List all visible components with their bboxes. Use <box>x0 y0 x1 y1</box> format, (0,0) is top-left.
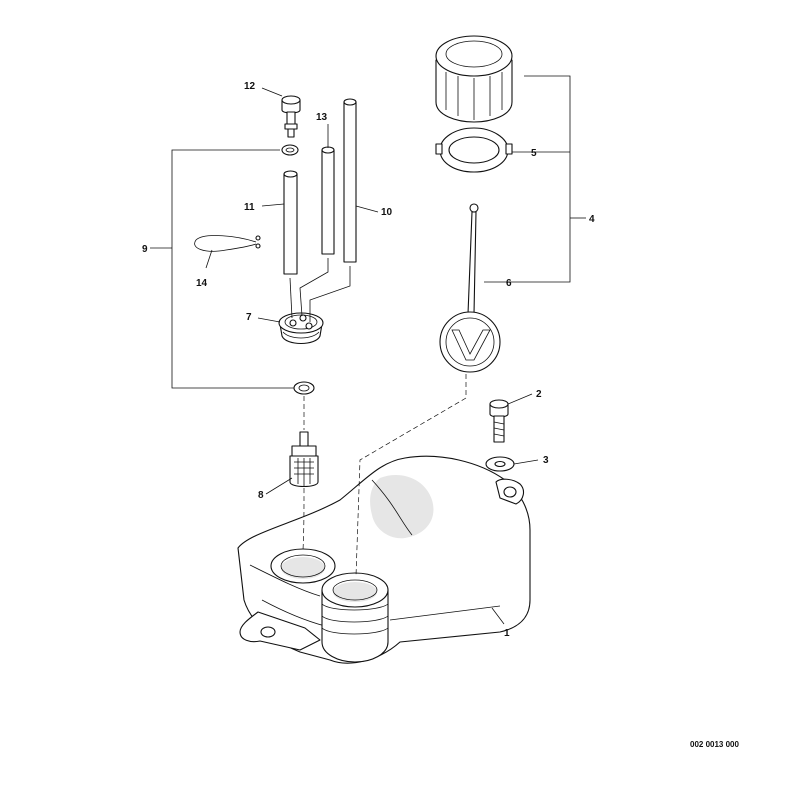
fuel-hose-13 <box>321 146 335 255</box>
washer <box>485 456 515 472</box>
callout-7: 7 <box>246 312 252 323</box>
callout-labels: 1 2 3 4 5 6 7 8 9 10 11 12 13 14 <box>142 81 595 639</box>
tank-screw <box>489 399 509 443</box>
callout-2: 2 <box>536 389 542 400</box>
callout-4: 4 <box>589 214 595 225</box>
fuel-tank <box>237 455 531 664</box>
callout-9: 9 <box>142 244 148 255</box>
o-ring-top <box>281 144 299 156</box>
callout-3: 3 <box>543 455 549 466</box>
cap-strap <box>439 203 501 373</box>
callout-1: 1 <box>504 628 510 639</box>
fuel-filter <box>289 431 319 488</box>
tank-grommet <box>278 258 351 345</box>
callout-14: 14 <box>196 278 208 289</box>
reference-code: 002 0013 000 <box>690 740 739 749</box>
fuel-cap <box>435 35 513 123</box>
o-ring-bottom <box>293 381 315 395</box>
fuel-hose-10 <box>343 98 357 263</box>
fuel-hose-11 <box>283 170 298 275</box>
cap-retainer-ring <box>435 127 513 173</box>
filter-hook <box>194 235 261 252</box>
callout-5: 5 <box>531 148 537 159</box>
callout-13: 13 <box>316 112 328 123</box>
hose-connector <box>281 95 301 138</box>
callout-8: 8 <box>258 490 264 501</box>
callout-11: 11 <box>244 202 255 213</box>
callout-12: 12 <box>244 81 256 92</box>
callout-10: 10 <box>381 207 393 218</box>
leader-lines <box>150 75 586 625</box>
callout-6: 6 <box>506 278 512 289</box>
